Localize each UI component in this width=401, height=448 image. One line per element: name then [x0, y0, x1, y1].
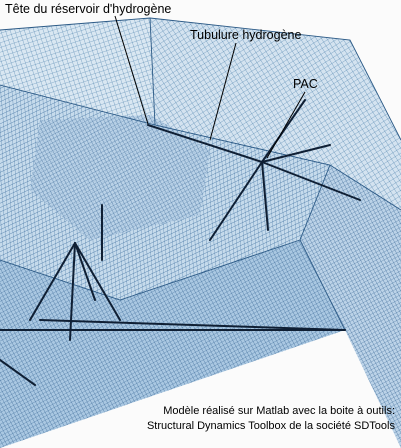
hydrogen-tube-beam [147, 124, 263, 163]
leader-lines [114, 15, 306, 159]
front-wall-grid [0, 240, 345, 448]
pac-label: PAC [293, 77, 318, 91]
tripod-leg-4 [74, 242, 96, 301]
pac-diagonal-3 [261, 99, 306, 163]
beams [0, 99, 361, 386]
left-short [0, 359, 36, 386]
caption-line-2: Structural Dynamics Toolbox de la sociét… [146, 420, 395, 432]
tripod-leg-2 [69, 242, 76, 341]
leader-reservoir-head [114, 15, 149, 125]
back-wall-right-grid [150, 18, 401, 210]
back-wall-left-grid [0, 18, 155, 125]
tube-segment-2 [261, 144, 331, 163]
leader-tubulure [209, 42, 237, 141]
reservoir-head-label: Tête du réservoir d'hydrogène [5, 2, 172, 16]
pac-diagonal-2 [261, 161, 361, 201]
caption-line-1: Modèle réalisé sur Matlab avec la boite … [163, 405, 395, 417]
tripod-leg-1 [29, 242, 76, 321]
right-wall-grid [300, 165, 401, 448]
diagonal-long [39, 319, 346, 331]
inner-compartment-grid [30, 115, 210, 240]
hydrogen-tube-label: Tubulure hydrogène [190, 28, 302, 42]
pac-diagonal-1 [209, 161, 263, 241]
leader-pac [266, 91, 306, 159]
tripod-leg-3 [74, 242, 121, 321]
pac-vertical-beam [261, 161, 269, 231]
